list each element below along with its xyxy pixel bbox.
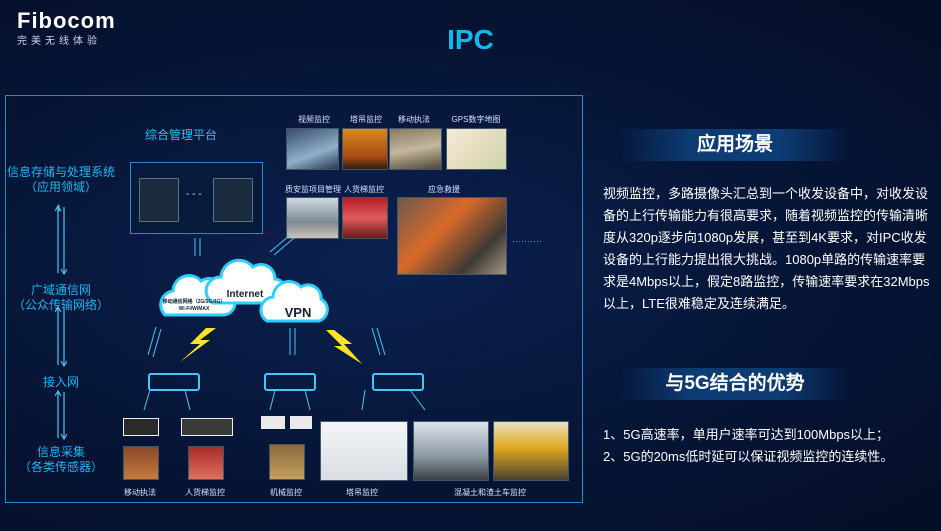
management-platform: - - - <box>130 162 263 234</box>
app-label: 移动执法 <box>398 115 430 124</box>
video-monitor-photo <box>286 128 339 170</box>
app-label: GPS数字地图 <box>451 115 501 124</box>
mixer-truck-photo <box>413 421 489 481</box>
network-diagram <box>5 95 583 503</box>
scenario-heading: 应用场景 <box>620 129 850 161</box>
link-arrows <box>143 234 426 411</box>
network-clouds <box>159 258 329 323</box>
page-title: IPC <box>447 24 494 55</box>
bottom-label: 塔吊监控 <box>346 488 378 497</box>
lightning-icon <box>326 330 362 364</box>
crane-photo <box>320 421 408 481</box>
quality-safety-photo <box>286 197 339 239</box>
camera-device-photo <box>261 416 285 429</box>
terminal-device-photo <box>123 418 159 436</box>
layer-wan-label: 广域通信网 （公众传输网络） <box>12 283 109 312</box>
machinery-photo <box>269 444 305 480</box>
app-label: 质安监项目管理 <box>285 185 341 194</box>
server-icon <box>139 178 179 222</box>
bottom-label: 机械监控 <box>270 488 302 497</box>
router-icon <box>148 373 200 391</box>
mobile-enforcement-photo <box>389 128 442 170</box>
platform-label: 综合管理平台 <box>145 128 218 142</box>
router-icon <box>264 373 316 391</box>
internet-label: Internet <box>226 289 264 300</box>
mobile-network-label: 移动通信网络（2G/3G/4G） Wi-Fi/WiMAX <box>162 299 226 312</box>
layer-collect-label: 信息采集 （各类传感器） <box>18 445 103 474</box>
emergency-rescue-photo <box>397 197 507 275</box>
advantage-list: 1、5G高速率，单用户速率可达到100Mbps以上； 2、5G的20ms低时延可… <box>603 424 938 468</box>
elevator-device-photo <box>188 446 224 480</box>
app-label: 视频监控 <box>298 115 330 124</box>
platform-ellipsis: - - - <box>186 189 202 200</box>
terminal-device-photo <box>181 418 233 436</box>
gps-map-photo <box>446 128 507 170</box>
dump-truck-photo <box>493 421 569 481</box>
app-label: 应急救援 <box>428 185 460 194</box>
camera-device-photo <box>290 416 312 429</box>
logo-word: Fibocom <box>17 8 116 33</box>
advantage-heading: 与5G结合的优势 <box>620 368 850 400</box>
advantage-item: 1、5G高速率，单用户速率可达到100Mbps以上； <box>603 427 890 442</box>
server-icon <box>213 178 253 222</box>
elevator-photo <box>342 197 388 239</box>
more-dots: ·········· <box>512 236 542 246</box>
layer-storage-label: 信息存储与处理系统 （应用领域） <box>6 165 115 194</box>
layer-access-label: 接入网 <box>42 375 79 389</box>
tower-crane-photo <box>342 128 388 170</box>
router-icon <box>372 373 424 391</box>
app-label: 塔吊监控 <box>350 115 382 124</box>
bottom-label: 人货梯监控 <box>185 488 225 497</box>
logo-tagline: 完美无线体验 <box>17 36 101 47</box>
fibocom-logo: Fibocom 完美无线体验 <box>17 8 116 47</box>
bottom-label: 混凝土和渣土车监控 <box>454 488 526 497</box>
scenario-text: 视频监控，多路摄像头汇总到一个收发设备中，对收发设备的上行传输能力有很高要求，随… <box>603 186 930 311</box>
layer-arrows-icon <box>55 205 67 441</box>
app-label: 人货梯监控 <box>344 185 384 194</box>
mobile-enforcement-device-photo <box>123 446 159 480</box>
advantage-item: 2、5G的20ms低时延可以保证视频监控的连续性。 <box>603 449 894 464</box>
vpn-label: VPN <box>284 305 312 320</box>
bottom-label: 移动执法 <box>124 488 156 497</box>
